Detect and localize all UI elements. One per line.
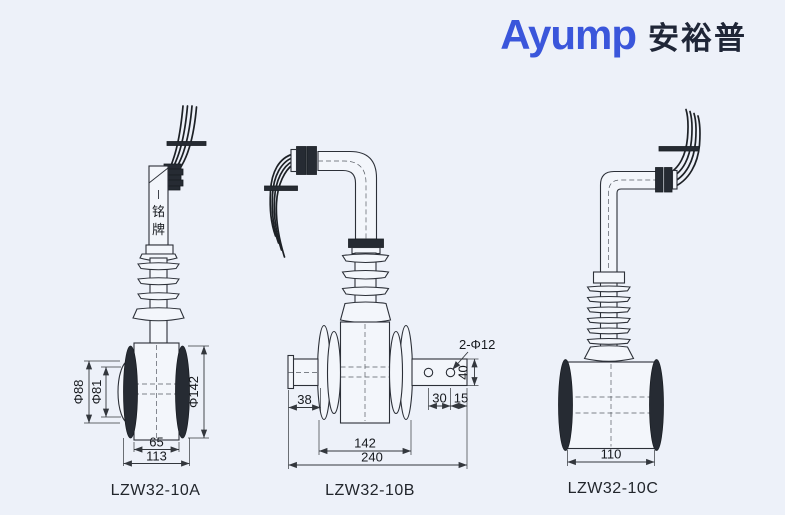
primary-cables [264,153,298,258]
connector-ring [306,146,317,175]
dim-disc-diameter: Φ142 [186,376,201,408]
nameplate-char-2: 牌 [152,222,165,237]
brand-chinese-name: 安裕普 [648,21,747,56]
nameplate-char-1: 铭 [152,204,165,219]
connector-ring [664,167,673,193]
dim-body-width: 110 [601,447,622,462]
side-flange-left-inner [326,330,342,415]
side-disc-right [175,345,190,439]
connector-end-cap [290,148,298,173]
side-flange-right-inner [388,330,404,415]
dim-cap-outer: Φ88 [71,380,86,405]
dim-overall-width: 240 [361,450,383,465]
cable-clamp-bar [658,146,700,152]
dim-body-width: 65 [149,435,163,450]
side-disc-left [123,345,138,439]
dimensions: 2-Φ12 38 30 15 40 142 240 [288,337,495,469]
dim-flange-span: 142 [354,436,376,451]
connector-ring [296,146,307,175]
mounting-hole [423,367,434,378]
diagram-lzw32-10a: 铭 牌 Φ88 [71,105,209,467]
connector-ring [655,167,664,193]
transformer-body [558,359,664,451]
transformer-body [287,321,468,424]
elbow-pipe [290,146,378,240]
mounting-hole [445,367,456,378]
insulator-sheds [583,271,635,362]
dim-cap-inner: Φ81 [89,380,104,405]
model-caption-b: LZW32-10B [325,482,415,499]
insulator-sheds [339,238,392,324]
cable-clamp-bar [166,141,207,146]
dimensions: 110 [567,447,655,466]
model-caption-a: LZW32-10A [110,482,201,499]
dim-overall-width: 113 [146,449,167,464]
dim-hole-spacing: 30 [432,391,446,406]
dim-mounting-holes: 2-Φ12 [459,337,495,352]
insulator-sheds [132,244,185,344]
dim-stub-length: 38 [297,392,311,407]
dim-arm-height: 40 [456,365,471,379]
cable-clamp-bar [264,185,298,191]
left-stub-end-cap [287,354,295,390]
brand-wordmark: Ayump [500,11,637,58]
dim-hole-to-end: 15 [454,391,468,406]
primary-cables [658,108,701,189]
diagram-lzw32-10b: 2-Φ12 38 30 15 40 142 240 [264,146,495,469]
dimensions: Φ88 Φ81 Φ142 65 113 [71,345,209,467]
elbow-pipe [599,167,678,273]
transformer-body [117,342,190,441]
side-disc-left [558,359,573,451]
diagram-lzw32-10c: 110 [558,108,701,466]
model-caption-c: LZW32-10C [567,480,659,497]
side-disc-right [649,359,664,451]
connector-end-cap [671,169,678,190]
nameplate-tube: 铭 牌 [148,165,169,246]
brand-logo: Ayump 安裕普 [500,14,747,56]
